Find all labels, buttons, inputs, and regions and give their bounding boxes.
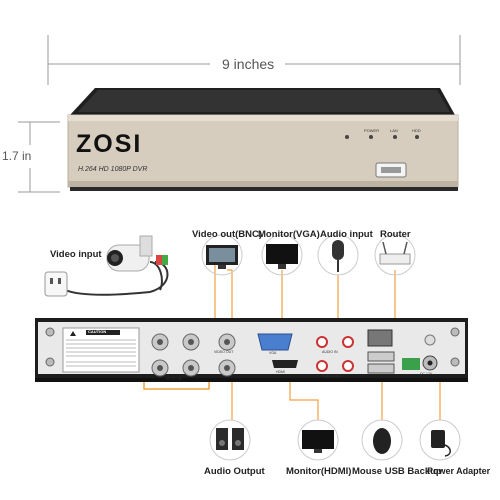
port-label-video-in: VIDEO IN — [166, 377, 182, 381]
width-label: 9 inches — [222, 56, 275, 72]
monitor-hdmi-icon — [297, 419, 339, 461]
callout-power-adapter: Power Adapter — [427, 466, 491, 476]
caution-title: CAUTION — [88, 329, 107, 334]
callout-router: Router — [380, 229, 411, 240]
led-label-lan: LAN — [390, 128, 398, 133]
router-icon — [374, 234, 416, 276]
wall-outlet-icon — [44, 271, 68, 297]
port-label-hdmi: HDMI — [276, 370, 285, 374]
callout-mouse-usb-backup: Mouse USB Backup — [352, 466, 442, 477]
width-dimension — [47, 35, 461, 85]
cable-icon — [64, 255, 169, 296]
callout-monitor-vga: Monitor(VGA) — [258, 229, 320, 240]
dvr-rear-panel — [35, 318, 468, 382]
brand-logo: ZOSI — [76, 130, 143, 158]
monitor-bnc-icon — [201, 234, 243, 276]
port-label-audio-out: AUDIO OUT — [322, 374, 342, 378]
port-label-video-out: VIDEO OUT — [214, 350, 234, 354]
led-label-hdd: HDD — [412, 128, 421, 133]
monitor-vga-icon — [261, 234, 303, 276]
height-dimension — [18, 121, 60, 193]
microphone-icon — [317, 234, 359, 276]
led-label-power: POWER — [364, 128, 380, 133]
model-text: H.264 HD 1080P DVR — [78, 166, 148, 173]
camera-icon — [106, 235, 153, 272]
speakers-icon — [209, 419, 251, 461]
height-label: 1.7 in — [2, 149, 32, 163]
callout-video-input: Video input — [50, 249, 102, 260]
callout-video-out-bnc: Video out(BNC) — [192, 229, 263, 240]
port-label-vga: VGA — [269, 351, 277, 355]
dvr-front-unit — [67, 88, 459, 191]
callout-audio-output: Audio Output — [204, 466, 265, 477]
callout-monitor-hdmi: Monitor(HDMI) — [286, 466, 352, 477]
port-label-audio-in: AUDIO IN — [322, 350, 338, 354]
mouse-icon — [361, 419, 403, 461]
port-label-dc: DC 12V — [420, 372, 433, 376]
power-adapter-icon — [419, 419, 461, 461]
callout-audio-input: Audio input — [320, 229, 373, 240]
